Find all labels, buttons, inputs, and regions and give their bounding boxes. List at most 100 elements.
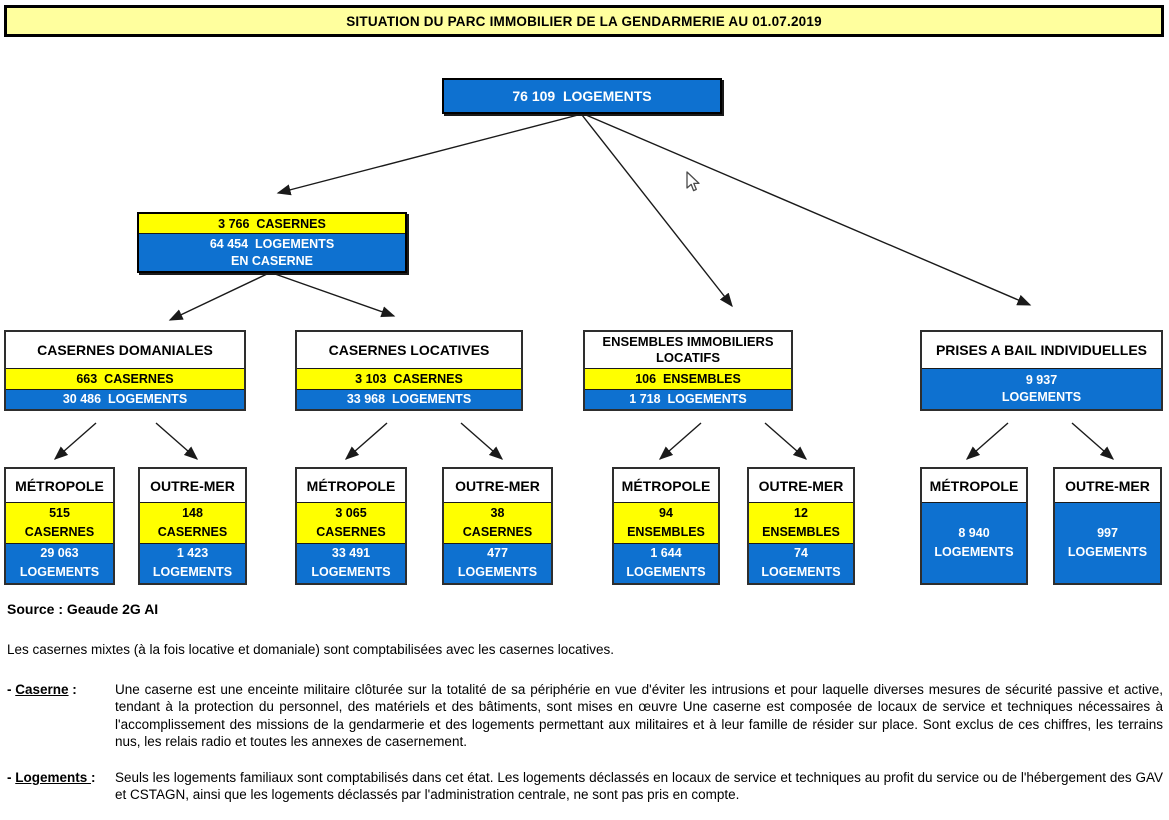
- definition-logements-label: - Logements :: [7, 769, 115, 804]
- node-total-logements: 76 109 LOGEMENTS: [442, 78, 722, 114]
- count-unit: CASERNES: [24, 524, 95, 539]
- node-locatives-metropole: MÉTROPOLE 3 065 CASERNES 33 491 LOGEMENT…: [295, 467, 407, 585]
- logements-value: 74: [794, 546, 808, 561]
- prises-metropole-logements-band: 8 940 LOGEMENTS: [922, 503, 1026, 583]
- dash: -: [7, 770, 16, 785]
- domaniales-metropole-logements-band: 29 063 LOGEMENTS: [6, 542, 113, 583]
- node-prises-outremer: OUTRE-MER 997 LOGEMENTS: [1053, 467, 1162, 585]
- ensembles-outremer-title: OUTRE-MER: [749, 469, 853, 503]
- term: Caserne: [15, 682, 69, 697]
- logements-value: 8 940: [958, 526, 990, 540]
- definition-caserne: - Caserne : Une caserne est une enceinte…: [7, 681, 1163, 751]
- locatives-metropole-title: MÉTROPOLE: [297, 469, 405, 503]
- casernes-locatives-logements: 33 968 LOGEMENTS: [346, 392, 472, 407]
- casernes-domaniales-logements-band: 30 486 LOGEMENTS: [6, 388, 244, 409]
- count-unit: CASERNES: [157, 524, 228, 539]
- logements-unit: LOGEMENTS: [457, 565, 538, 580]
- definition-caserne-text: Une caserne est une enceinte militaire c…: [115, 682, 1163, 750]
- domaniales-metropole-count-band: 515 CASERNES: [6, 503, 113, 543]
- node-prises-a-bail: PRISES A BAIL INDIVIDUELLES 9 937 LOGEME…: [920, 330, 1163, 411]
- definition-logements-text: Seuls les logements familiaux sont compt…: [115, 770, 1163, 803]
- logements-unit: LOGEMENTS: [152, 565, 233, 580]
- prises-outremer-title: OUTRE-MER: [1055, 469, 1160, 503]
- ensembles-count-band: 106 ENSEMBLES: [585, 369, 791, 389]
- node-domaniales-metropole: MÉTROPOLE 515 CASERNES 29 063 LOGEMENTS: [4, 467, 115, 585]
- node-ensembles-immobiliers: ENSEMBLES IMMOBILIERS LOCATIFS 106 ENSEM…: [583, 330, 793, 411]
- count-unit: ENSEMBLES: [762, 524, 840, 539]
- casernes-locatives-count: 3 103 CASERNES: [355, 371, 463, 386]
- total-casernes-logements-band: 64 454 LOGEMENTS EN CASERNE: [139, 233, 405, 271]
- count-unit: CASERNES: [462, 524, 533, 539]
- definition-logements: - Logements : Seuls les logements famili…: [7, 769, 1163, 804]
- casernes-locatives-logements-band: 33 968 LOGEMENTS: [297, 388, 521, 409]
- logements-value: 477: [487, 546, 508, 561]
- separator: :: [68, 682, 77, 697]
- source-line: Source : Geaude 2G AI: [7, 601, 159, 617]
- ensembles-title-line2: LOCATIFS: [655, 350, 721, 365]
- casernes-domaniales-logements: 30 486 LOGEMENTS: [62, 392, 188, 407]
- locatives-outremer-logements-band: 477 LOGEMENTS: [444, 542, 551, 583]
- logements-unit: LOGEMENTS: [626, 565, 706, 580]
- prises-metropole-title: MÉTROPOLE: [922, 469, 1026, 503]
- node-locatives-outremer: OUTRE-MER 38 CASERNES 477 LOGEMENTS: [442, 467, 553, 585]
- casernes-domaniales-count: 663 CASERNES: [76, 371, 174, 386]
- count-unit: CASERNES: [316, 524, 386, 539]
- chart-title-bar: SITUATION DU PARC IMMOBILIER DE LA GENDA…: [4, 5, 1164, 37]
- casernes-domaniales-title: CASERNES DOMANIALES: [6, 332, 244, 369]
- ensembles-logements-band: 1 718 LOGEMENTS: [585, 388, 791, 409]
- prises-a-bail-logements-band: 9 937 LOGEMENTS: [922, 369, 1161, 409]
- ensembles-logements: 1 718 LOGEMENTS: [629, 392, 747, 407]
- logements-value: 29 063: [40, 546, 79, 561]
- logements-unit: LOGEMENTS: [934, 545, 1014, 559]
- total-casernes-logements: 64 454 LOGEMENTS: [209, 236, 335, 251]
- count-value: 515: [49, 505, 70, 520]
- ensembles-metropole-count-band: 94 ENSEMBLES: [614, 503, 718, 543]
- casernes-locatives-count-band: 3 103 CASERNES: [297, 369, 521, 389]
- prises-a-bail-count: 9 937: [1025, 373, 1058, 387]
- node-ensembles-outremer: OUTRE-MER 12 ENSEMBLES 74 LOGEMENTS: [747, 467, 855, 585]
- prises-a-bail-title: PRISES A BAIL INDIVIDUELLES: [922, 332, 1161, 369]
- logements-value: 997: [1097, 526, 1118, 540]
- count-value: 148: [182, 505, 203, 520]
- domaniales-outremer-logements-band: 1 423 LOGEMENTS: [140, 542, 245, 583]
- domaniales-metropole-title: MÉTROPOLE: [6, 469, 113, 503]
- term: Logements: [15, 770, 92, 785]
- count-value: 3 065: [335, 505, 367, 520]
- node-total-casernes: 3 766 CASERNES 64 454 LOGEMENTS EN CASER…: [137, 212, 407, 273]
- ensembles-metropole-logements-band: 1 644 LOGEMENTS: [614, 542, 718, 583]
- ensembles-title-line1: ENSEMBLES IMMOBILIERS: [602, 334, 774, 349]
- locatives-outremer-title: OUTRE-MER: [444, 469, 551, 503]
- separator: :: [91, 770, 96, 785]
- total-casernes-count: 3 766 CASERNES: [218, 216, 326, 231]
- logements-unit: LOGEMENTS: [19, 565, 100, 580]
- logements-value: 1 644: [650, 546, 682, 561]
- domaniales-outremer-title: OUTRE-MER: [140, 469, 245, 503]
- prises-outremer-logements-band: 997 LOGEMENTS: [1055, 503, 1160, 583]
- logements-unit: LOGEMENTS: [311, 565, 391, 580]
- locatives-outremer-count-band: 38 CASERNES: [444, 503, 551, 543]
- ensembles-outremer-count-band: 12 ENSEMBLES: [749, 503, 853, 543]
- node-domaniales-outremer: OUTRE-MER 148 CASERNES 1 423 LOGEMENTS: [138, 467, 247, 585]
- count-value: 94: [659, 505, 673, 520]
- casernes-domaniales-count-band: 663 CASERNES: [6, 369, 244, 389]
- count-unit: ENSEMBLES: [627, 524, 705, 539]
- ensembles-immobiliers-title: ENSEMBLES IMMOBILIERS LOCATIFS: [585, 332, 791, 369]
- count-value: 12: [794, 505, 808, 520]
- count-value: 38: [490, 505, 505, 520]
- casernes-locatives-title: CASERNES LOCATIVES: [297, 332, 521, 369]
- mouse-cursor-icon: [686, 171, 700, 192]
- total-casernes-count-band: 3 766 CASERNES: [139, 214, 405, 233]
- chart-title: SITUATION DU PARC IMMOBILIER DE LA GENDA…: [346, 13, 822, 29]
- node-ensembles-metropole: MÉTROPOLE 94 ENSEMBLES 1 644 LOGEMENTS: [612, 467, 720, 585]
- node-casernes-locatives: CASERNES LOCATIVES 3 103 CASERNES 33 968…: [295, 330, 523, 411]
- node-total-logements-label: 76 109 LOGEMENTS: [512, 88, 652, 104]
- locatives-metropole-count-band: 3 065 CASERNES: [297, 503, 405, 543]
- domaniales-outremer-count-band: 148 CASERNES: [140, 503, 245, 543]
- definition-caserne-label: - Caserne :: [7, 681, 115, 751]
- locatives-metropole-logements-band: 33 491 LOGEMENTS: [297, 542, 405, 583]
- mixed-casernes-note: Les casernes mixtes (à la fois locative …: [7, 642, 615, 657]
- node-prises-metropole: MÉTROPOLE 8 940 LOGEMENTS: [920, 467, 1028, 585]
- ensembles-outremer-logements-band: 74 LOGEMENTS: [749, 542, 853, 583]
